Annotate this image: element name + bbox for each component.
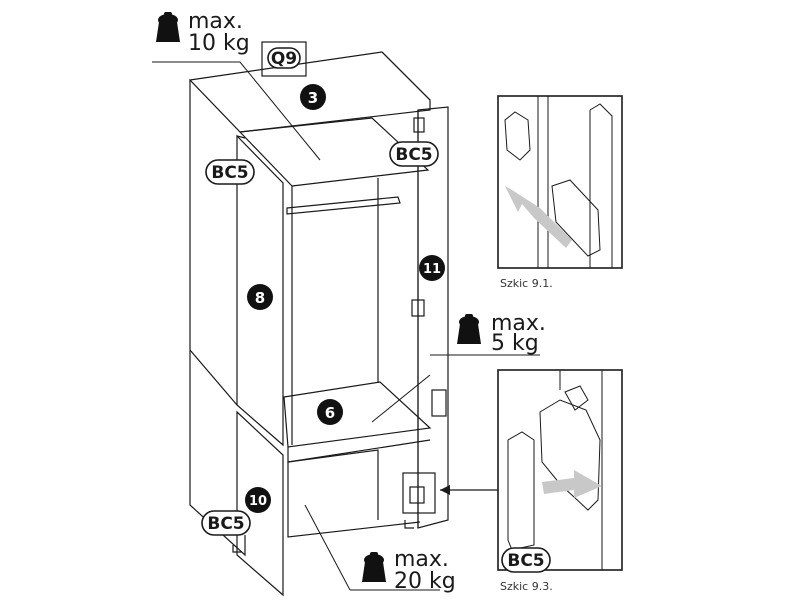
sketch-9-3-panel: BC5 Szkic 9.3.	[497, 369, 623, 593]
part-11-label: 11	[423, 262, 441, 277]
weight-bottom-value: 20 kg	[394, 569, 456, 594]
weight-top-value: 10 kg	[188, 31, 250, 56]
sketch-9-3-caption: Szkic 9.3.	[500, 580, 553, 593]
part-6-label: 6	[325, 404, 335, 422]
bc5-text: BC5	[211, 163, 248, 183]
part-3-label: 3	[308, 89, 318, 107]
bc5-text: BC5	[207, 514, 244, 534]
sketch-9-1-caption: Szkic 9.1.	[500, 277, 553, 290]
part-8-label: 8	[255, 289, 265, 307]
part-3-badge: 3	[300, 84, 326, 110]
press-arrow-icon	[542, 470, 602, 498]
weight-top-max: max.	[188, 9, 243, 34]
weight-icon	[362, 552, 386, 582]
bc5-label-right: BC5	[389, 141, 439, 167]
part-10-badge: 10	[245, 487, 271, 513]
weight-icon	[457, 314, 481, 344]
weight-middle-max: max.	[491, 311, 546, 336]
q9-label: Q9	[271, 49, 297, 69]
wardrobe-line-art	[188, 51, 449, 597]
leader-lines	[152, 61, 540, 591]
bc5-badge-sketch	[501, 547, 551, 573]
detail-pointer-arrow	[440, 485, 498, 495]
weight-top: max. 10 kg	[156, 9, 250, 56]
part-8-badge: 8	[247, 284, 273, 310]
bc5-label-left: BC5	[205, 159, 255, 185]
weight-icon	[156, 12, 180, 42]
weight-bottom: max. 20 kg	[362, 547, 456, 594]
bc5-text: BC5	[395, 145, 432, 165]
weight-middle: max. 5 kg	[457, 311, 546, 356]
weight-middle-value: 5 kg	[491, 331, 539, 356]
insert-arrow-icon	[505, 186, 572, 248]
part-11-badge: 11	[419, 255, 445, 281]
part-10-label: 10	[249, 494, 267, 509]
bc5-text: BC5	[507, 551, 544, 571]
sketch-9-1-panel: Szkic 9.1.	[497, 95, 623, 290]
bc5-label-bottom: BC5	[201, 510, 251, 536]
part-6-badge: 6	[317, 399, 343, 425]
q9-marker: Q9	[261, 41, 307, 77]
weight-bottom-max: max.	[394, 547, 449, 572]
